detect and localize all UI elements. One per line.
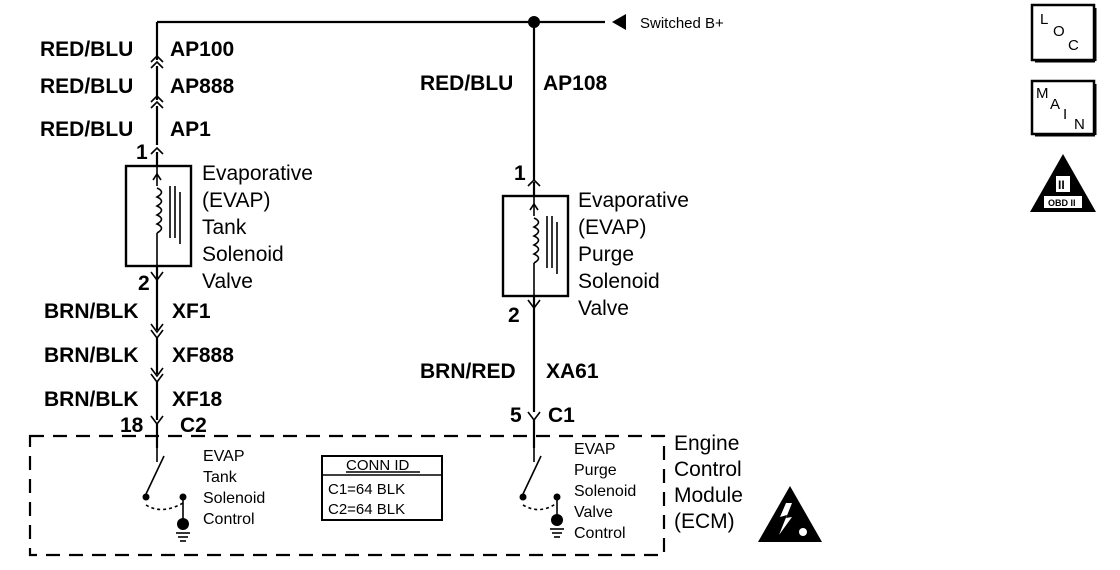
circuit-number: AP888 (170, 75, 235, 98)
wire-color-label: RED/BLU (40, 38, 133, 61)
circuit-number: XF888 (172, 344, 234, 367)
inline-connector-icon (527, 411, 541, 422)
driver-label: EVAP (203, 448, 245, 465)
component-name: Tank (202, 216, 247, 239)
component-name: Evaporative (578, 189, 689, 212)
component-name: Valve (202, 270, 253, 293)
component-name: Purge (578, 243, 634, 266)
pin-number: 1 (136, 141, 148, 164)
solenoid-coil-icon (529, 196, 558, 296)
ecm-pin-number: 5 (510, 404, 522, 427)
conn-id-title: CONN ID (346, 457, 410, 474)
svg-text:N: N (1074, 116, 1085, 133)
pin-number: 1 (514, 162, 526, 185)
inline-connector-icon (150, 94, 164, 103)
svg-text:A: A (1050, 96, 1060, 113)
svg-text:Control: Control (674, 458, 742, 481)
svg-text:Engine: Engine (674, 432, 739, 455)
loc-icon[interactable]: L O C (1030, 3, 1097, 63)
pin-connector-icon (150, 146, 164, 155)
driver-label: Control (203, 511, 255, 528)
ecm-connector-id: C1 (548, 404, 575, 427)
tank-solenoid-driver: EVAP Tank Solenoid Control (142, 448, 265, 542)
inline-connector-icon (150, 323, 164, 334)
svg-text:OBD II: OBD II (1048, 198, 1076, 208)
driver-label: Tank (203, 469, 238, 486)
wire-color-label: BRN/BLK (44, 344, 139, 367)
ecm-pin-number: 18 (120, 414, 144, 437)
svg-text:(ECM): (ECM) (674, 510, 735, 533)
tank-solenoid-box (124, 164, 193, 268)
driver-label: Solenoid (574, 483, 636, 500)
circuit-number: AP100 (170, 38, 234, 61)
ground-icon (551, 514, 563, 526)
component-name: Solenoid (202, 243, 284, 266)
purge-solenoid-box (501, 194, 570, 298)
circuit-number: XF1 (172, 300, 211, 323)
component-name: Valve (578, 297, 629, 320)
esd-warning-icon (758, 486, 822, 542)
svg-text:C: C (1068, 37, 1079, 54)
solenoid-coil-icon (152, 166, 181, 266)
circuit-number: XA61 (546, 360, 599, 383)
component-name: (EVAP) (578, 216, 646, 239)
obd-ii-icon[interactable]: II OBD II (1030, 154, 1096, 212)
svg-text:M: M (1036, 85, 1049, 102)
wire-color-label: BRN/BLK (44, 388, 139, 411)
pin-number: 2 (138, 272, 150, 295)
ecm-label: Engine Control Module (ECM) (674, 432, 743, 533)
component-name: (EVAP) (202, 189, 270, 212)
conn-id-row: C1=64 BLK (328, 481, 405, 498)
wire-color-label: BRN/RED (420, 360, 516, 383)
driver-label: Purge (574, 462, 617, 479)
svg-text:O: O (1053, 23, 1065, 40)
wire-color-label: BRN/BLK (44, 300, 139, 323)
inline-connector-icon (150, 54, 164, 63)
svg-text:Module: Module (674, 484, 743, 507)
component-name: Solenoid (578, 270, 660, 293)
switch-contact-icon (145, 455, 165, 495)
component-name: Evaporative (202, 162, 313, 185)
svg-text:I: I (1063, 106, 1067, 123)
main-icon[interactable]: M A I N (1030, 79, 1097, 137)
right-circuit: RED/BLU AP108 1 Evaporative (EVAP) Purge… (420, 22, 689, 448)
conn-id-row: C2=64 BLK (328, 501, 405, 518)
driver-label: EVAP (574, 441, 616, 458)
wire-color-label: RED/BLU (420, 72, 513, 95)
inline-connector-icon (150, 367, 164, 378)
power-feed: Switched B+ (157, 14, 724, 32)
ecm-boundary (28, 434, 666, 557)
left-circuit: RED/BLU AP100 RED/BLU AP888 RED/BLU AP1 … (40, 22, 313, 448)
driver-label: Solenoid (203, 490, 265, 507)
purge-solenoid-driver: EVAP Purge Solenoid Valve Control (519, 441, 636, 542)
circuit-number: AP108 (543, 72, 608, 95)
pin-number: 2 (508, 304, 520, 327)
circuit-number: XF18 (172, 388, 223, 411)
driver-label: Control (574, 525, 626, 542)
driver-label: Valve (574, 504, 613, 521)
pin-connector-icon (527, 178, 541, 187)
svg-text:II: II (1058, 178, 1065, 192)
wire-color-label: RED/BLU (40, 118, 133, 141)
svg-text:L: L (1040, 11, 1048, 28)
conn-id-table: CONN ID C1=64 BLK C2=64 BLK (321, 455, 443, 521)
power-arrow-icon (612, 14, 626, 30)
power-label: Switched B+ (640, 15, 724, 32)
wire-color-label: RED/BLU (40, 75, 133, 98)
ecm-connector-id: C2 (180, 414, 207, 437)
ground-icon (177, 518, 189, 530)
circuit-number: AP1 (170, 118, 211, 141)
switch-contact-icon (522, 455, 542, 495)
